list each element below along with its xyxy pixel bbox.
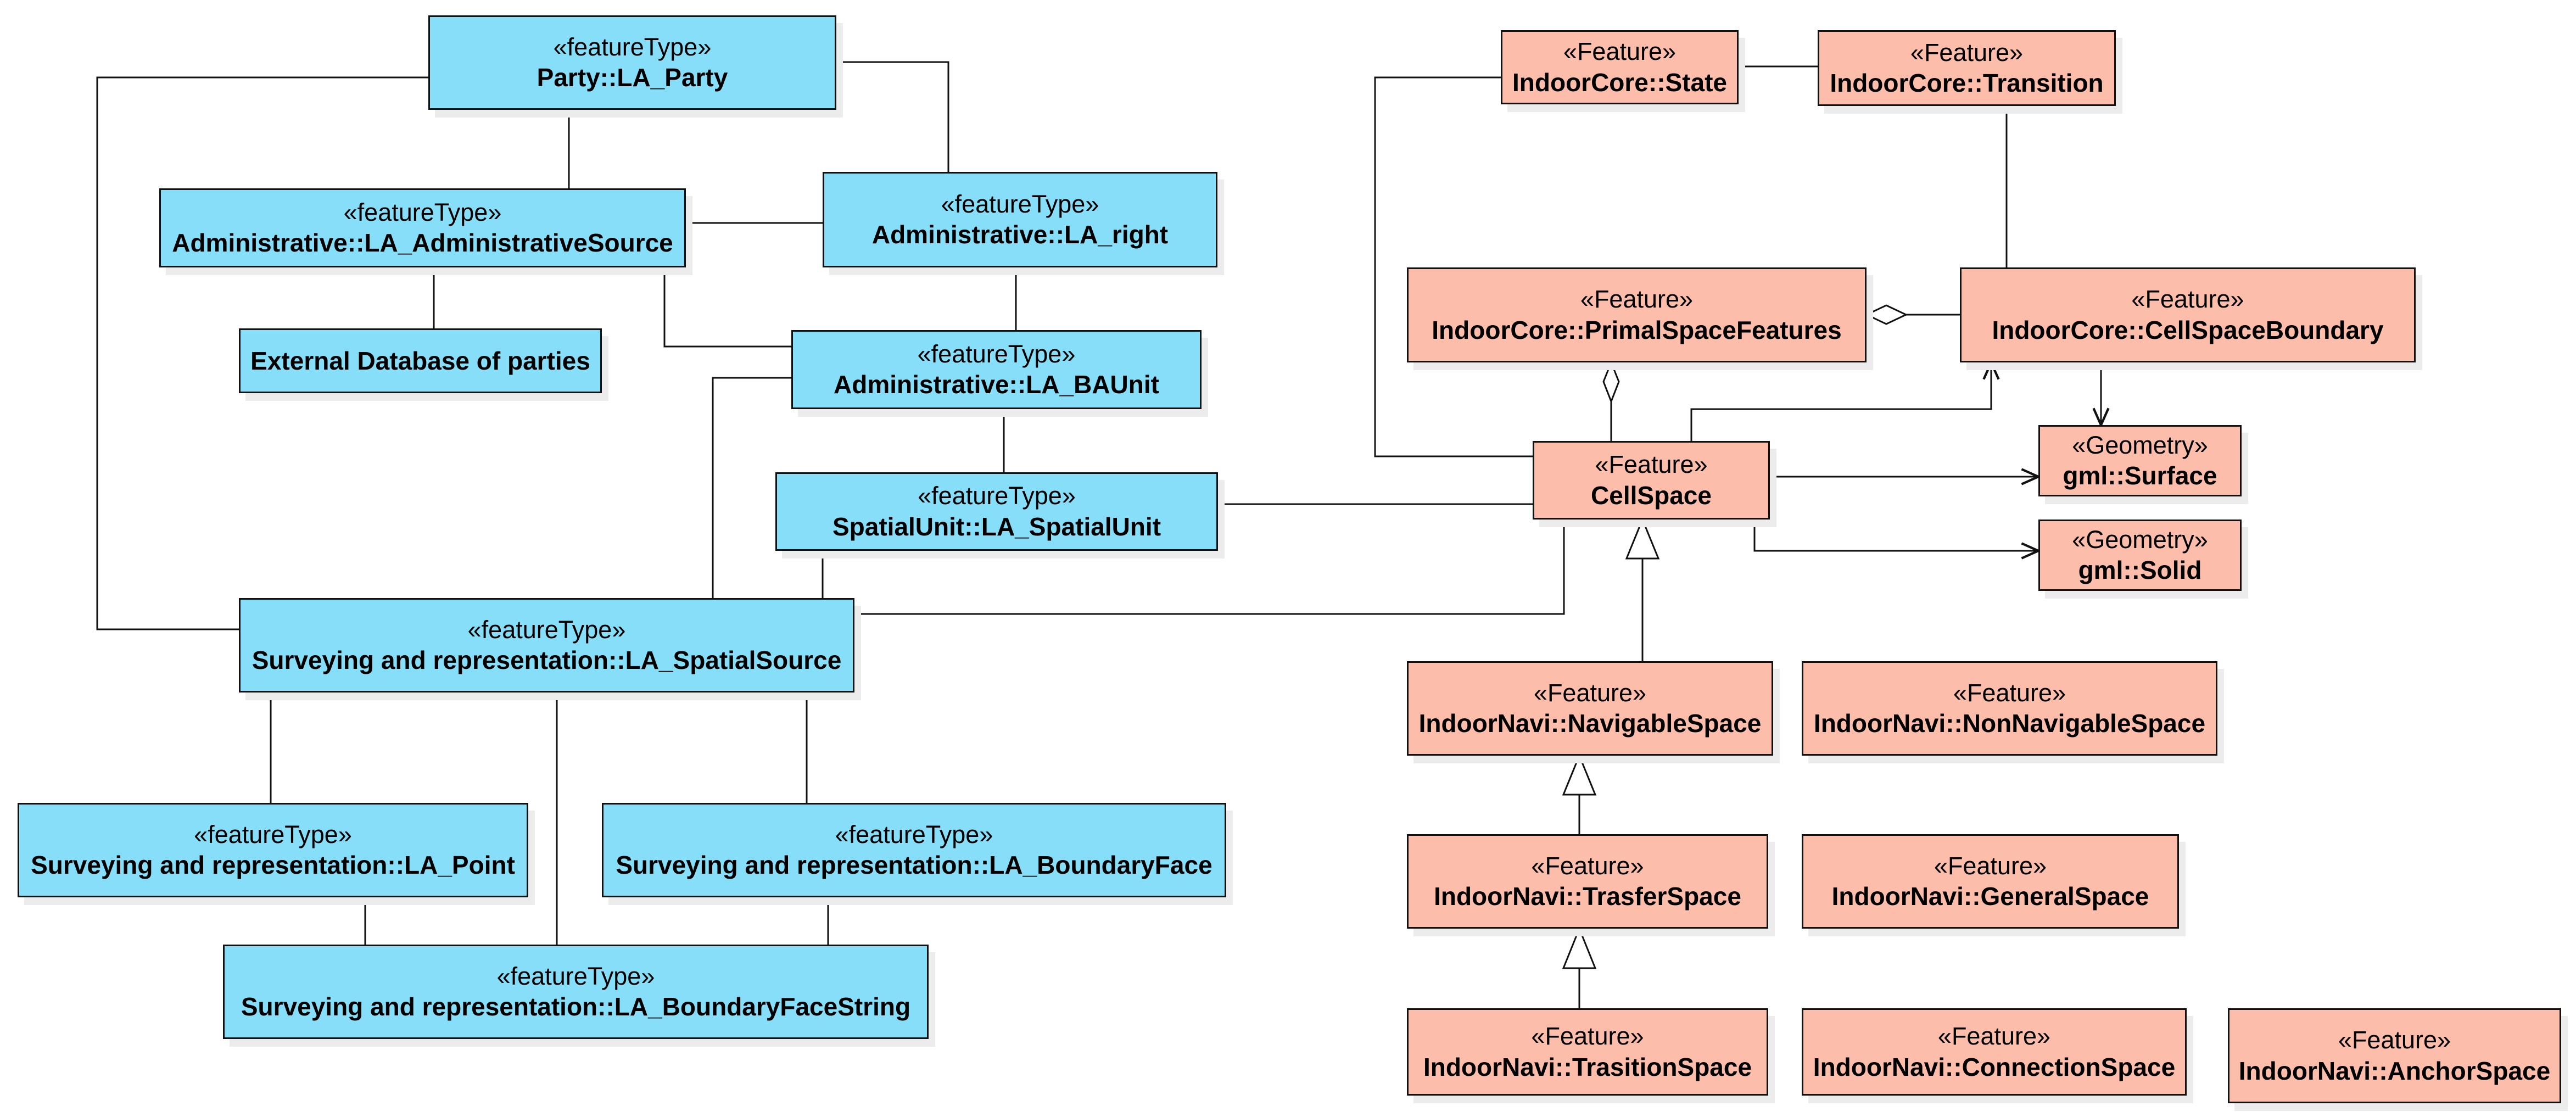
assoc-spatialsource-cellspace	[854, 520, 1565, 615]
class-la-boundary-face-string[interactable]: «featureType» Surveying and representati…	[223, 945, 929, 1039]
class-name: IndoorCore::Transition	[1830, 69, 2104, 98]
class-name: IndoorNavi::ConnectionSpace	[1813, 1052, 2176, 1081]
class-name: Surveying and representation::LA_Point	[31, 851, 515, 880]
class-indoorcore-primal-space-features[interactable]: «Feature» IndoorCore::PrimalSpaceFeature…	[1407, 267, 1867, 362]
class-name: IndoorCore::CellSpaceBoundary	[1992, 315, 2384, 344]
class-name: External Database of parties	[250, 346, 590, 375]
stereotype-label: «Feature»	[1595, 450, 1708, 478]
assoc-cellspace-solid	[1753, 520, 2038, 551]
class-name: Surveying and representation::LA_Spatial…	[252, 646, 842, 675]
assoc-party-spatialsource	[96, 76, 428, 630]
stereotype-label: «featureType»	[343, 198, 502, 226]
stereotype-label: «featureType»	[194, 820, 352, 848]
class-name: IndoorNavi::TrasitionSpace	[1423, 1052, 1752, 1081]
class-name: gml::Surface	[2063, 461, 2217, 490]
class-name: Surveying and representation::LA_Boundar…	[241, 992, 911, 1021]
generalization-arrow-trasfer	[1562, 926, 1597, 969]
class-name: IndoorNavi::NonNavigableSpace	[1813, 709, 2206, 738]
stereotype-label: «Feature»	[2131, 285, 2244, 313]
stereotype-label: «featureType»	[941, 189, 1099, 218]
aggregation-diamond-cellspace	[1602, 360, 1620, 404]
class-name: CellSpace	[1591, 481, 1712, 510]
class-la-party[interactable]: «featureType» Party::LA_Party	[428, 15, 836, 110]
class-cell-space[interactable]: «Feature» CellSpace	[1533, 441, 1770, 520]
class-la-right[interactable]: «featureType» Administrative::LA_right	[823, 172, 1217, 267]
class-external-database-of-parties[interactable]: External Database of parties	[239, 328, 602, 393]
class-name: IndoorNavi::TrasferSpace	[1434, 882, 1741, 911]
class-indoorcore-cell-space-boundary[interactable]: «Feature» IndoorCore::CellSpaceBoundary	[1960, 267, 2416, 362]
assoc-baunit-spatialsource	[712, 377, 791, 598]
stereotype-label: «featureType»	[835, 820, 993, 848]
stereotype-label: «Geometry»	[2072, 525, 2208, 554]
aggregation-diamond-cellspaceboundary	[1864, 304, 1908, 325]
stereotype-label: «Feature»	[1934, 851, 2047, 880]
stereotype-label: «featureType»	[918, 482, 1076, 510]
class-la-spatial-unit[interactable]: «featureType» SpatialUnit::LA_SpatialUni…	[775, 472, 1218, 551]
assoc-adminsource-baunit	[663, 267, 791, 348]
class-la-administrative-source[interactable]: «featureType» Administrative::LA_Adminis…	[159, 188, 686, 267]
stereotype-label: «Geometry»	[2072, 431, 2208, 459]
class-la-spatial-source[interactable]: «featureType» Surveying and representati…	[239, 598, 854, 692]
class-indoornavi-connection-space[interactable]: «Feature» IndoorNavi::ConnectionSpace	[1802, 1008, 2187, 1096]
class-la-baunit[interactable]: «featureType» Administrative::LA_BAUnit	[791, 330, 1202, 409]
class-name: IndoorCore::PrimalSpaceFeatures	[1432, 315, 1842, 344]
stereotype-label: «featureType»	[467, 615, 626, 644]
class-indoornavi-anchor-space[interactable]: «Feature» IndoorNavi::AnchorSpace	[2228, 1008, 2561, 1103]
generalization-arrow-navigable	[1562, 753, 1597, 796]
stereotype-label: «featureType»	[496, 962, 655, 990]
stereotype-label: «featureType»	[553, 32, 712, 61]
stereotype-label: «Feature»	[1531, 851, 1644, 880]
class-name: IndoorNavi::AnchorSpace	[2238, 1056, 2551, 1085]
class-name: IndoorNavi::GeneralSpace	[1831, 882, 2149, 911]
class-la-boundary-face[interactable]: «featureType» Surveying and representati…	[602, 803, 1226, 897]
class-name: Administrative::LA_right	[871, 220, 1169, 249]
stereotype-label: «Feature»	[1580, 285, 1694, 313]
class-indoorcore-state[interactable]: «Feature» IndoorCore::State	[1501, 30, 1739, 104]
class-gml-surface[interactable]: «Geometry» gml::Surface	[2038, 425, 2242, 496]
class-gml-solid[interactable]: «Geometry» gml::Solid	[2038, 520, 2242, 591]
stereotype-label: «featureType»	[917, 339, 1076, 368]
stereotype-label: «Feature»	[1910, 38, 2024, 66]
class-name: Administrative::LA_AdministrativeSource	[172, 228, 673, 258]
class-la-point[interactable]: «featureType» Surveying and representati…	[18, 803, 528, 897]
assoc-cellspace-cellspaceboundary	[1690, 362, 1991, 441]
stereotype-label: «Feature»	[1533, 678, 1647, 707]
class-name: SpatialUnit::LA_SpatialUnit	[832, 512, 1161, 541]
assoc-party-right	[836, 61, 949, 172]
stereotype-label: «Feature»	[1563, 37, 1677, 65]
generalization-arrow-cellspace	[1625, 517, 1660, 560]
class-indoornavi-trasition-space[interactable]: «Feature» IndoorNavi::TrasitionSpace	[1407, 1008, 1768, 1096]
class-name: Surveying and representation::LA_Boundar…	[616, 851, 1212, 880]
class-name: IndoorNavi::NavigableSpace	[1418, 709, 1762, 738]
class-name: Party::LA_Party	[537, 63, 728, 92]
class-indoornavi-non-navigable-space[interactable]: «Feature» IndoorNavi::NonNavigableSpace	[1802, 661, 2217, 756]
class-name: IndoorCore::State	[1512, 68, 1727, 97]
stereotype-label: «Feature»	[1937, 1022, 2051, 1050]
class-indoornavi-general-space[interactable]: «Feature» IndoorNavi::GeneralSpace	[1802, 834, 2179, 929]
class-indoornavi-trasfer-space[interactable]: «Feature» IndoorNavi::TrasferSpace	[1407, 834, 1768, 929]
class-indoorcore-transition[interactable]: «Feature» IndoorCore::Transition	[1818, 30, 2116, 106]
stereotype-label: «Feature»	[2338, 1026, 2451, 1054]
stereotype-label: «Feature»	[1531, 1022, 1644, 1050]
class-indoornavi-navigable-space[interactable]: «Feature» IndoorNavi::NavigableSpace	[1407, 661, 1773, 756]
class-name: Administrative::LA_BAUnit	[834, 370, 1159, 399]
stereotype-label: «Feature»	[1953, 678, 2066, 707]
class-name: gml::Solid	[2078, 556, 2202, 585]
assoc-state-cellspace	[1374, 76, 1533, 457]
